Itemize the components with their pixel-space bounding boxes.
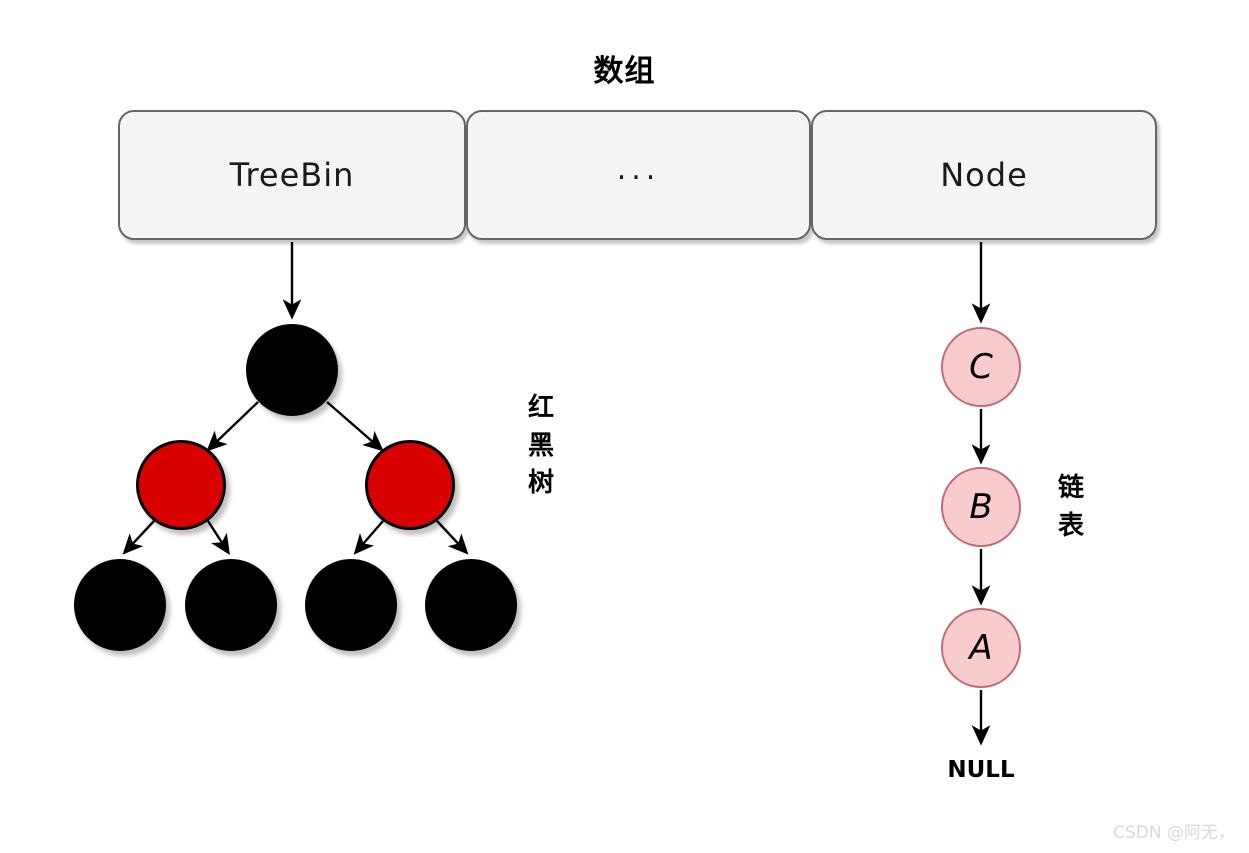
red-black-tree-label: 红 黑 树: [515, 390, 567, 503]
tree-node-leaf-2[interactable]: [185, 559, 277, 651]
array-cell-treebin[interactable]: TreeBin: [118, 110, 466, 240]
arrow-root-to-right-red: [326, 401, 384, 452]
list-node-c-label: C: [969, 347, 993, 387]
tree-node-leaf-3[interactable]: [305, 559, 397, 651]
tree-node-leaf-4[interactable]: [425, 559, 517, 651]
array-cell-ellipsis[interactable]: ...: [466, 110, 811, 240]
red-black-tree-label-line-2: 黑: [527, 430, 554, 461]
array-cell-ellipsis-label: ...: [616, 151, 661, 187]
arrow-left-red-to-leaf1: [122, 520, 155, 555]
null-terminator-label: NULL: [947, 757, 1015, 783]
red-black-tree-label-line-1: 红: [527, 393, 554, 423]
linked-list-label-line-1: 链: [1057, 473, 1084, 503]
array-cell-treebin-label: TreeBin: [229, 156, 355, 194]
linked-list-label-line-2: 表: [1057, 510, 1084, 541]
linked-list-label: 链 表: [1045, 470, 1097, 545]
array-cell-node[interactable]: Node: [811, 110, 1157, 240]
tree-node-left-red[interactable]: [136, 440, 226, 530]
tree-node-root[interactable]: [246, 324, 338, 416]
tree-node-leaf-1[interactable]: [74, 559, 166, 651]
list-node-b-label: B: [969, 487, 993, 527]
list-node-b[interactable]: B: [941, 467, 1021, 547]
red-black-tree-label-line-3: 树: [527, 468, 554, 499]
csdn-watermark: CSDN @阿无，: [1113, 823, 1235, 843]
arrow-left-red-to-leaf2: [206, 520, 230, 556]
list-node-a-label: A: [969, 628, 993, 668]
page-title: 数组: [593, 54, 656, 89]
list-node-a[interactable]: A: [941, 608, 1021, 688]
tree-node-right-red[interactable]: [365, 440, 455, 530]
arrow-right-red-to-leaf4: [436, 520, 469, 555]
arrow-right-red-to-leaf3: [353, 520, 384, 555]
arrow-root-to-left-red: [206, 401, 259, 452]
list-node-c[interactable]: C: [941, 327, 1021, 407]
array-cell-node-label: Node: [940, 156, 1028, 194]
